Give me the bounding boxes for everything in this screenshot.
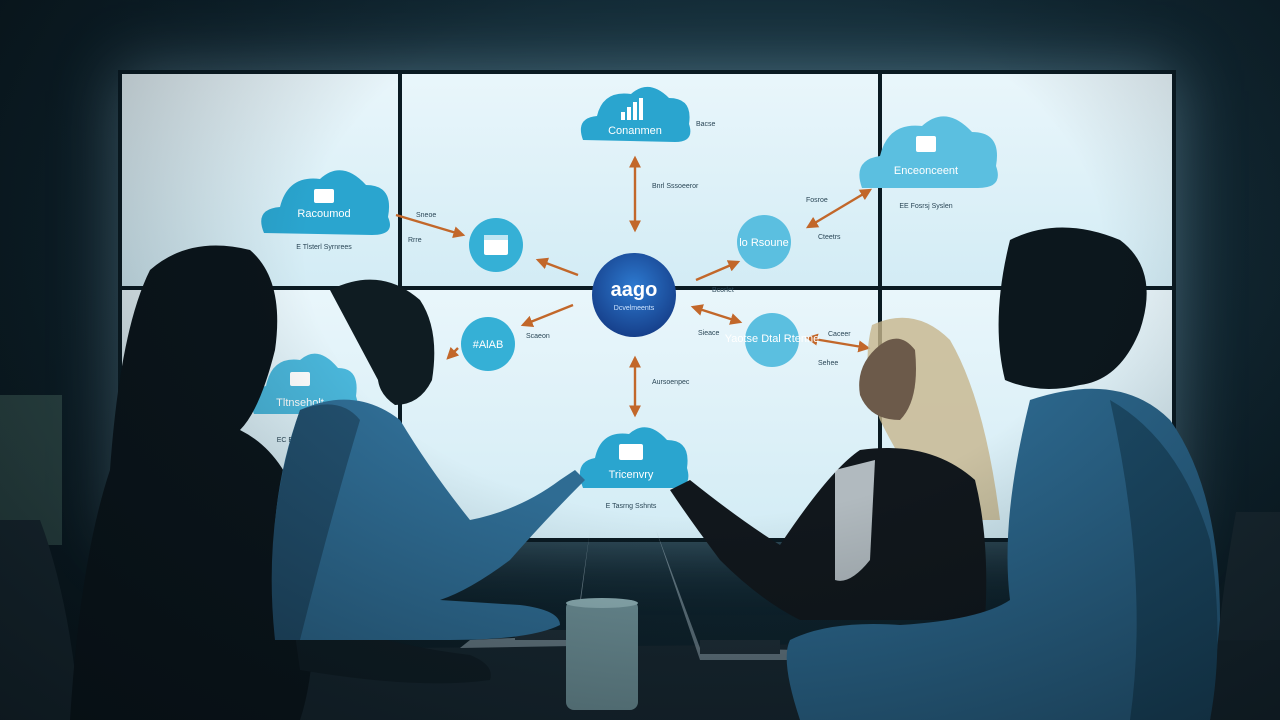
person-man-pointing — [271, 279, 585, 640]
person-woman-right — [670, 317, 1000, 620]
coffee-cup — [566, 598, 638, 710]
chair-left — [0, 520, 80, 720]
